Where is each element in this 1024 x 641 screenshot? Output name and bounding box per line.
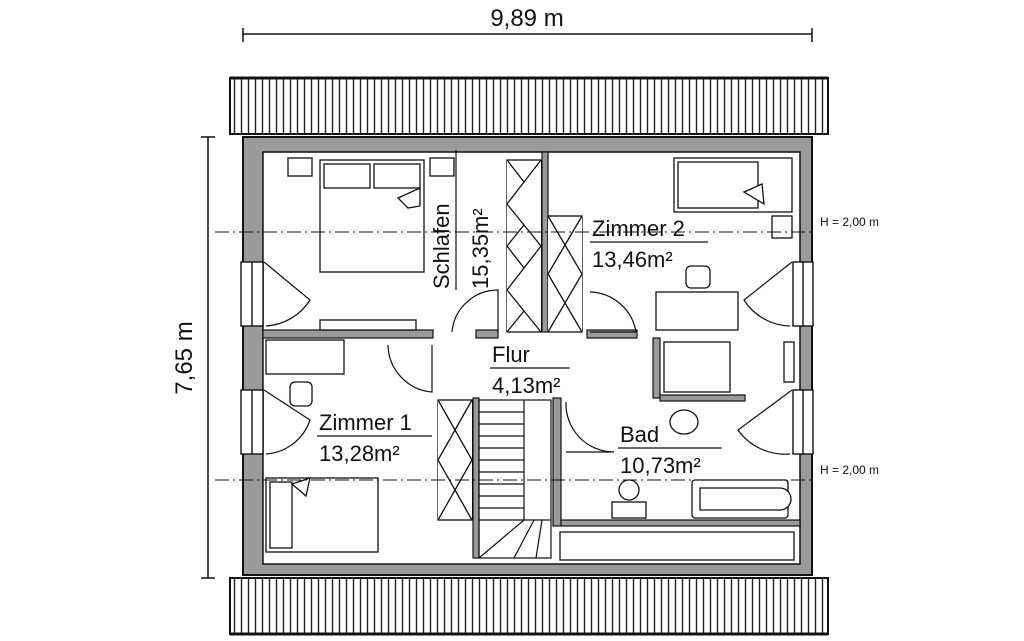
room-area-schlafen: 15,35m² [468,208,493,289]
room-label-flur: Flur 4,13m² [490,342,570,398]
bed-zimmer-1 [265,477,379,553]
room-label-schlafen: Schlafen 15,35m² [429,150,493,290]
room-name-zimmer-1: Zimmer 1 [319,410,412,435]
room-name-flur: Flur [492,342,530,367]
height-marker-upper: H = 2,00 m [820,215,879,229]
room-label-bad: Bad 10,73m² [618,422,722,478]
staircase [478,399,552,559]
chairs [289,265,711,407]
room-area-zimmer-2: 13,46m² [592,247,673,272]
roof-top [229,76,829,135]
wardrobes [437,159,583,521]
room-name-bad: Bad [620,422,659,447]
height-marker-lines [215,231,815,481]
room-name-schlafen: Schlafen [429,203,454,289]
bed-zimmer-2 [673,157,793,239]
roof-bottom [229,577,829,636]
bathroom-fixtures [559,341,795,561]
height-marker-lower: H = 2,00 m [820,463,879,477]
width-dimension-line [242,28,813,42]
height-dimension-label: 7,65 m [171,321,198,394]
door-swings [263,261,793,455]
height-dimension-line [201,136,215,579]
bed-schlafen [287,157,455,273]
room-area-flur: 4,13m² [492,373,560,398]
desks [265,291,795,383]
width-dimension-label: 9,89 m [490,5,563,32]
room-label-zimmer-1: Zimmer 1 13,28m² [317,410,432,466]
room-area-zimmer-1: 13,28m² [319,441,400,466]
windows [240,261,814,455]
room-label-zimmer-2: Zimmer 2 13,46m² [590,216,708,272]
room-name-zimmer-2: Zimmer 2 [592,216,685,241]
room-area-bad: 10,73m² [620,453,701,478]
